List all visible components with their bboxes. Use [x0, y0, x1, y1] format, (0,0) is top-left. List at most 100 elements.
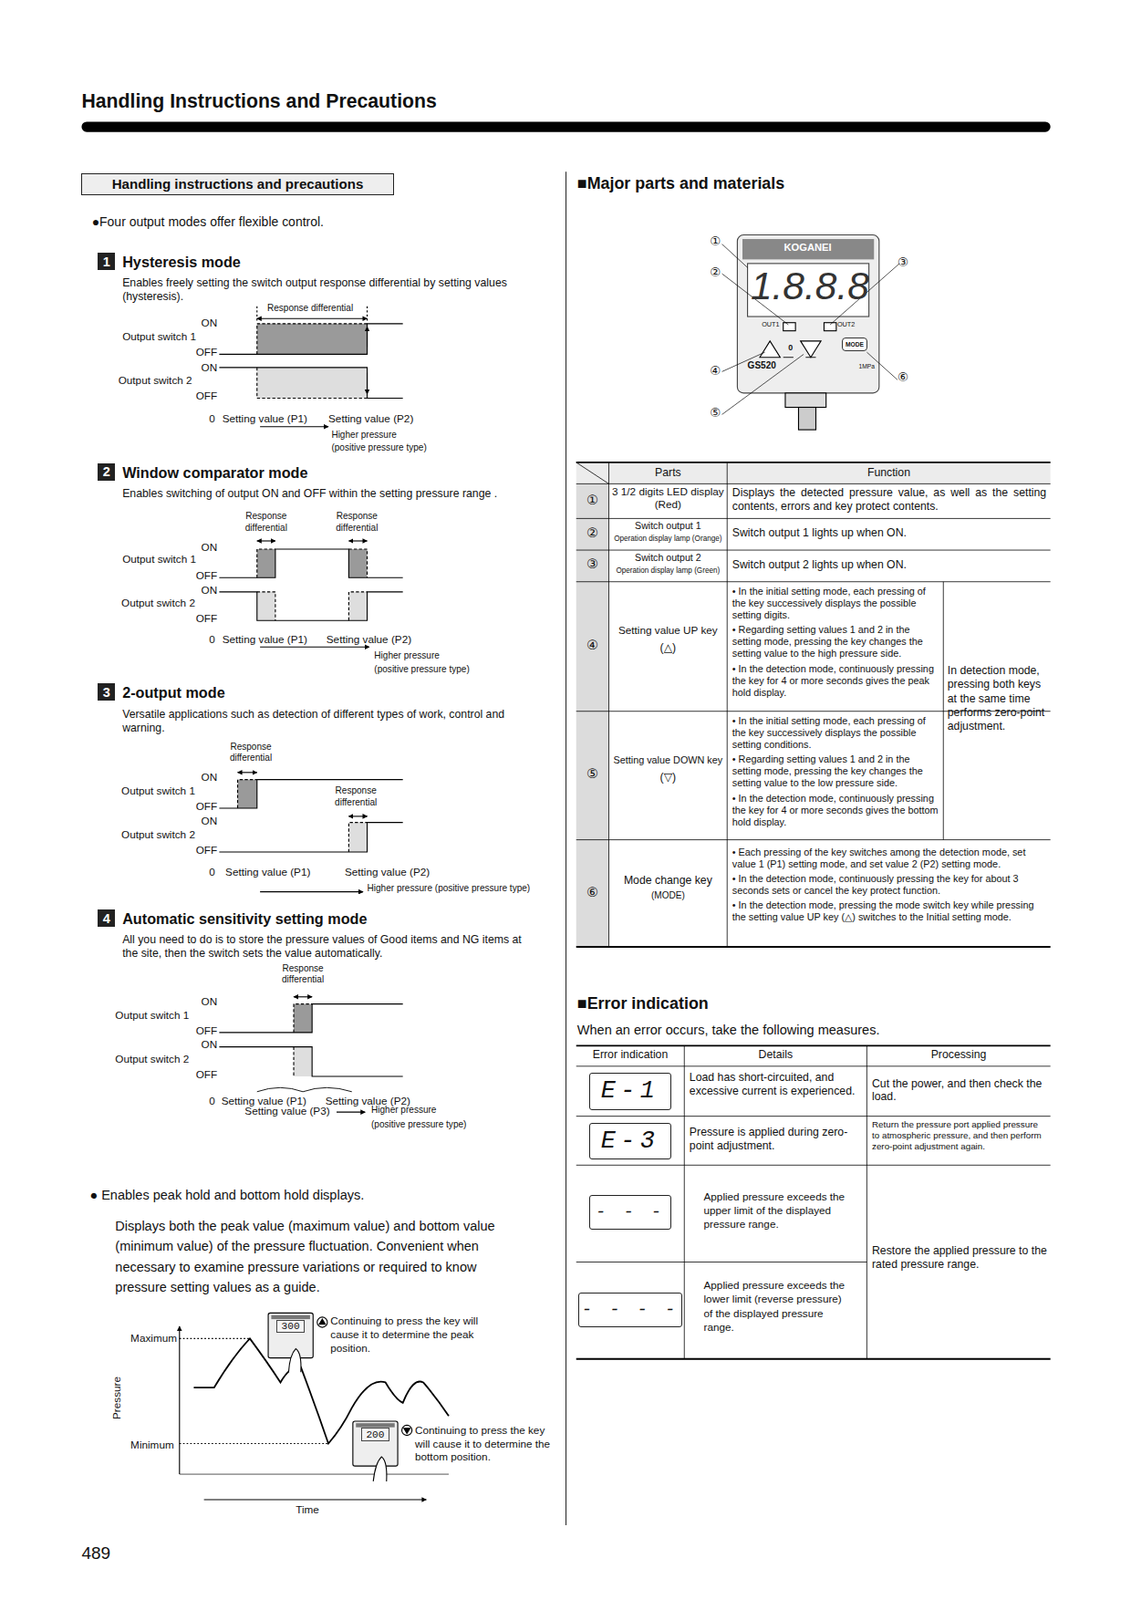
label: ■Major parts and materials: [577, 173, 785, 194]
label: Hysteresis mode: [122, 252, 241, 271]
label: OFF: [174, 569, 218, 583]
label: ④: [709, 363, 721, 380]
mode-key: MODE: [841, 337, 868, 352]
label: Switch output 1: [609, 519, 728, 532]
label: Response differential: [331, 510, 383, 534]
label: 0: [208, 865, 216, 880]
node-text: - - - -: [581, 1299, 679, 1320]
error-display: E-3: [589, 1122, 671, 1160]
label: Displays both the peak value (maximum va…: [114, 1215, 515, 1298]
label: ⑤: [709, 405, 721, 422]
node-text: 300: [281, 1320, 301, 1332]
label: All you need to do is to store the press…: [122, 933, 530, 962]
label: Setting value (P1): [222, 412, 308, 426]
label: 2-output mode: [122, 683, 226, 702]
label: • In the detection mode, continuously pr…: [732, 663, 941, 699]
label: Setting value (P1): [222, 632, 308, 647]
label: When an error occurs, take the following…: [577, 1021, 881, 1038]
label: Error indication: [576, 1047, 685, 1062]
label: Maximum: [130, 1331, 177, 1346]
label: ■Error indication: [577, 993, 709, 1014]
label: ③: [576, 555, 610, 572]
label: Displays the detected pressure value, as…: [732, 486, 1047, 514]
label: Output switch 1: [122, 330, 197, 344]
label: OUT1: [761, 320, 779, 329]
section-number: 2: [97, 463, 115, 481]
label: ● Enables peak hold and bottom hold disp…: [89, 1186, 364, 1204]
label: Response differential: [277, 963, 329, 986]
label: Setting value DOWN key: [609, 754, 728, 768]
label: Continuing to press the key will cause i…: [330, 1314, 478, 1355]
label: ON: [184, 814, 218, 829]
label: Switch output 2 lights up when ON.: [732, 558, 907, 572]
error-display: - - -: [589, 1194, 671, 1230]
label: OFF: [174, 612, 218, 626]
label: Applied pressure exceeds the upper limit…: [704, 1189, 850, 1232]
label: (positive pressure type): [371, 1119, 467, 1131]
label: Continuing to press the key will cause i…: [415, 1423, 559, 1464]
label: Output switch 1: [122, 552, 197, 567]
label: 3 1/2 digits LED display (Red): [612, 485, 725, 511]
label: Output switch 2: [118, 373, 193, 388]
label: Higher pressure: [373, 650, 439, 663]
label: Higher pressure (positive pressure type): [367, 882, 531, 895]
label: Setting value (P2): [326, 632, 412, 647]
label: OUT2: [837, 320, 855, 329]
label: • In the detection mode, continuously pr…: [732, 872, 1047, 897]
label: Operation display lamp (Orange): [609, 534, 728, 544]
label: ④: [576, 636, 610, 654]
label: Processing: [866, 1047, 1050, 1062]
label: • In the detection mode, continuously pr…: [732, 792, 941, 829]
label: Switch output 1 lights up when ON.: [732, 526, 907, 540]
section-number: 1: [97, 252, 115, 270]
node-text: - - -: [595, 1202, 665, 1223]
label: Restore the applied pressure to the rate…: [871, 1244, 1048, 1273]
label: Minimum: [130, 1438, 175, 1453]
label: (▽): [609, 770, 728, 785]
label: Response differential: [225, 741, 277, 765]
error-display: E-1: [589, 1072, 671, 1110]
label: ON: [184, 583, 218, 598]
label: ON: [184, 361, 218, 375]
label: • In the initial setting mode, each pres…: [732, 715, 941, 751]
label: Pressure is applied during zero-point ad…: [689, 1125, 863, 1153]
label: Setting value UP key: [609, 623, 728, 638]
label: Versatile applications such as detection…: [122, 707, 515, 737]
label: ①: [576, 491, 610, 509]
label: ②: [709, 265, 721, 281]
label: 1.8.8.8: [750, 261, 867, 311]
label: • Regarding setting values 1 and 2 in th…: [732, 623, 941, 660]
page-title: Handling Instructions and Precautions: [81, 89, 436, 115]
label: Setting value (P2): [328, 412, 414, 426]
label: OFF: [174, 843, 218, 858]
error-display: - - - -: [578, 1292, 683, 1328]
label: Mode change key: [609, 873, 728, 888]
label: ON: [184, 1037, 218, 1052]
label: Higher pressure: [331, 429, 396, 442]
label: 0: [788, 342, 793, 353]
label: Automatic sensitivity setting mode: [122, 909, 367, 928]
label: 0: [208, 412, 216, 426]
label: Output switch 1: [114, 1008, 189, 1023]
label: Function: [726, 466, 1050, 480]
label: 489: [81, 1542, 111, 1565]
label: 0: [208, 632, 216, 647]
label: Enables freely setting the switch output…: [122, 276, 515, 305]
label: Applied pressure exceeds the lower limit…: [704, 1277, 850, 1334]
label: Response differential: [240, 510, 292, 534]
label: Operation display lamp (Green): [609, 566, 728, 576]
node-text: E-1: [601, 1077, 660, 1105]
lcd-display: 300: [276, 1319, 305, 1334]
label: Output switch 2: [121, 596, 196, 611]
label: Load has short-circuited, and excessive …: [689, 1070, 863, 1099]
label: In detection mode, pressing both keys at…: [947, 664, 1046, 735]
label: ③: [897, 255, 909, 271]
label: OFF: [174, 345, 218, 360]
label: Setting value (P1): [225, 865, 311, 880]
label: ②: [576, 524, 610, 541]
label: Output switch 2: [114, 1052, 189, 1067]
label: OFF: [174, 1068, 218, 1082]
node-text: 4: [103, 911, 111, 926]
label: GS520: [747, 360, 777, 373]
